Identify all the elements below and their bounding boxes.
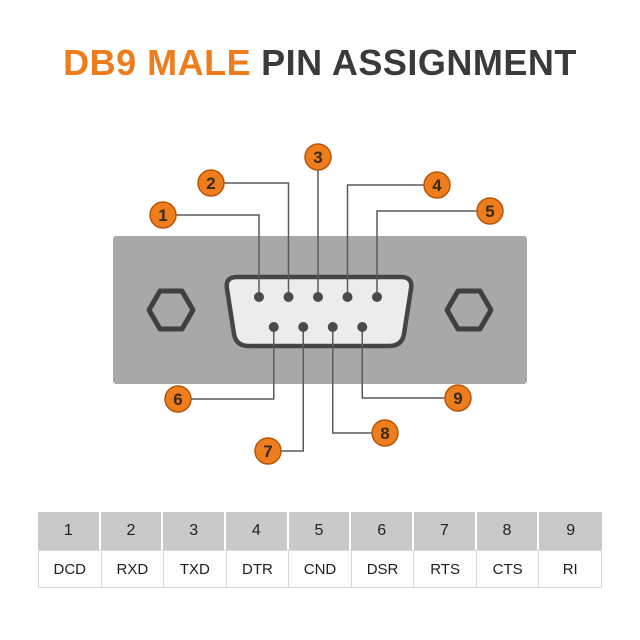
dsub-shell	[224, 274, 414, 349]
pin-3	[313, 292, 323, 302]
pin-table-header-cell: 4	[226, 512, 289, 550]
pin-number-badge-8: 8	[371, 419, 399, 447]
pin-5	[372, 292, 382, 302]
pin-table-header-row: 1 2 3 4 5 6 7 8 9	[38, 512, 602, 550]
pin-6	[268, 322, 279, 332]
pin-9	[357, 322, 368, 332]
pin-table-signal-cell: RI	[539, 551, 601, 587]
leader-line-pin9	[361, 331, 458, 399]
pin-table-header-cell: 7	[414, 512, 477, 550]
left-screw-hex-icon	[146, 288, 196, 332]
leader-line-pin5	[376, 210, 490, 293]
pin-table-signal-cell: RXD	[101, 551, 164, 587]
leader-line-pin8	[332, 331, 385, 434]
pin-number-badge-1: 1	[149, 201, 177, 229]
leader-line-pin2	[211, 182, 290, 293]
pin-table-header-cell: 2	[100, 512, 164, 550]
pin-table-signal-cell: DCD	[39, 551, 101, 587]
pin-number-badge-9: 9	[444, 384, 472, 412]
pin-number-badge-4: 4	[423, 171, 451, 199]
pin-8	[327, 322, 338, 332]
pin-number-label: 9	[453, 389, 462, 408]
leader-lines	[163, 157, 490, 452]
pin-number-label: 8	[380, 424, 389, 443]
pin-table-signal-cell: CND	[289, 551, 351, 587]
page-title-highlight: DB9 MALE	[63, 42, 252, 83]
pin-number-badge-3: 3	[304, 143, 332, 171]
page-title-rest: PIN ASSIGNMENT	[261, 42, 577, 83]
right-screw-hex-icon	[444, 288, 494, 332]
pin-table-header-cell: 3	[163, 512, 226, 550]
leader-line-pin1	[163, 214, 260, 293]
pin-4	[342, 292, 353, 302]
pin-table-header-cell: 9	[539, 512, 602, 550]
pin-number-badge-6: 6	[164, 385, 192, 413]
pin-table-signal-cell: RTS	[414, 551, 476, 587]
pin-number-label: 7	[263, 442, 272, 461]
pin-table-header-cell: 6	[351, 512, 414, 550]
pin-table-header-cell: 8	[476, 512, 540, 550]
pin-number-badge-2: 2	[197, 169, 225, 197]
pins	[254, 292, 382, 332]
pin-table: 1 2 3 4 5 6 7 8 9 DCD RXD TXD DTR CND DS…	[38, 512, 602, 588]
pin-table-signal-cell: TXD	[164, 551, 226, 587]
pin-table-signal-cell: CTS	[476, 551, 539, 587]
pin-number-badges: 1 2 3 4 5 6 7	[149, 143, 504, 465]
pin-table-signal-cell: DSR	[351, 551, 414, 587]
pin-number-label: 4	[432, 176, 442, 195]
pin-number-label: 6	[173, 390, 182, 409]
pin-table-header-cell: 1	[38, 512, 101, 550]
pin-number-label: 5	[485, 202, 494, 221]
pin-7	[298, 322, 309, 332]
pin-table-signal-cell: DTR	[226, 551, 289, 587]
pin-number-label: 3	[313, 148, 322, 167]
pin-table-signal-row: DCD RXD TXD DTR CND DSR RTS CTS RI	[38, 550, 602, 588]
pin-number-label: 1	[158, 206, 167, 225]
pin-2	[283, 292, 294, 302]
pin-number-badge-7: 7	[254, 437, 282, 465]
pin-number-badge-5: 5	[476, 197, 504, 225]
pin-table-header-cell: 5	[288, 512, 352, 550]
pin-1	[254, 292, 264, 302]
leader-line-pin6	[178, 331, 275, 400]
pin-number-label: 2	[206, 174, 215, 193]
leader-line-pin4	[346, 184, 437, 293]
